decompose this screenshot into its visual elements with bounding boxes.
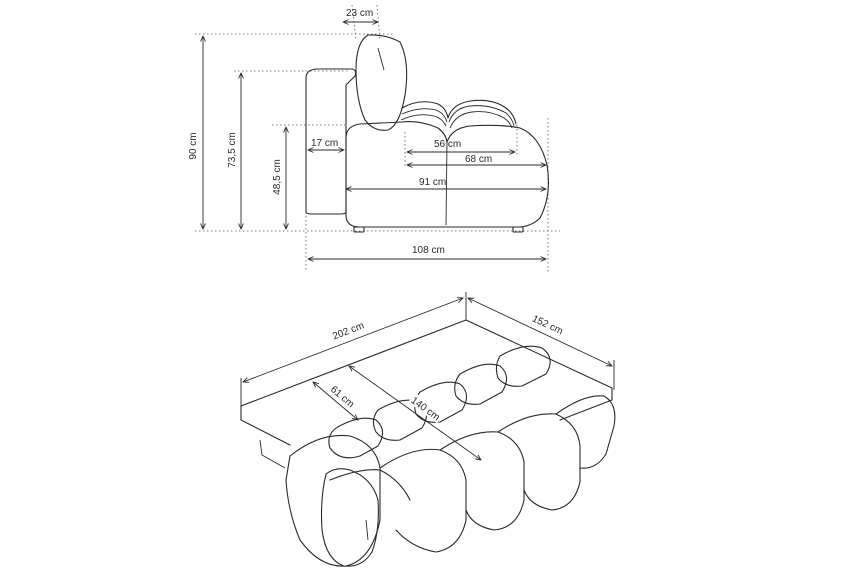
reference-lines	[195, 4, 560, 272]
back-foot	[512, 226, 524, 233]
bed-dimension-lines	[243, 298, 612, 460]
front-cushion-row	[285, 395, 616, 567]
dim-seat-depth-total: 91 cm	[419, 177, 446, 188]
dim-seat-depth: 68 cm	[465, 154, 492, 165]
front-foot	[353, 226, 365, 233]
dim-total-height: 90 cm	[188, 132, 199, 159]
bed-view: 202 cm 152 cm 140 cm 61 cm	[240, 292, 616, 567]
dim-bed-depth: 152 cm	[530, 313, 564, 337]
sofa-back-block	[305, 68, 357, 215]
side-view: 23 cm 90 cm 73,5 cm 48,5 cm 17 cm 56 cm …	[188, 4, 560, 272]
dim-armrest-height: 73,5 cm	[227, 132, 238, 168]
sofa-seat-base	[345, 121, 549, 228]
dim-headrest-depth: 23 cm	[346, 8, 373, 19]
dim-back-thickness: 17 cm	[311, 138, 338, 149]
headrest-cushion	[355, 34, 408, 131]
side-dimension-lines	[203, 22, 546, 259]
seat-cushion-top	[401, 99, 517, 125]
dim-seat-depth-inner: 56 cm	[434, 139, 461, 150]
dim-seat-height: 48,5 cm	[272, 159, 283, 195]
dim-total-depth: 108 cm	[412, 245, 445, 256]
